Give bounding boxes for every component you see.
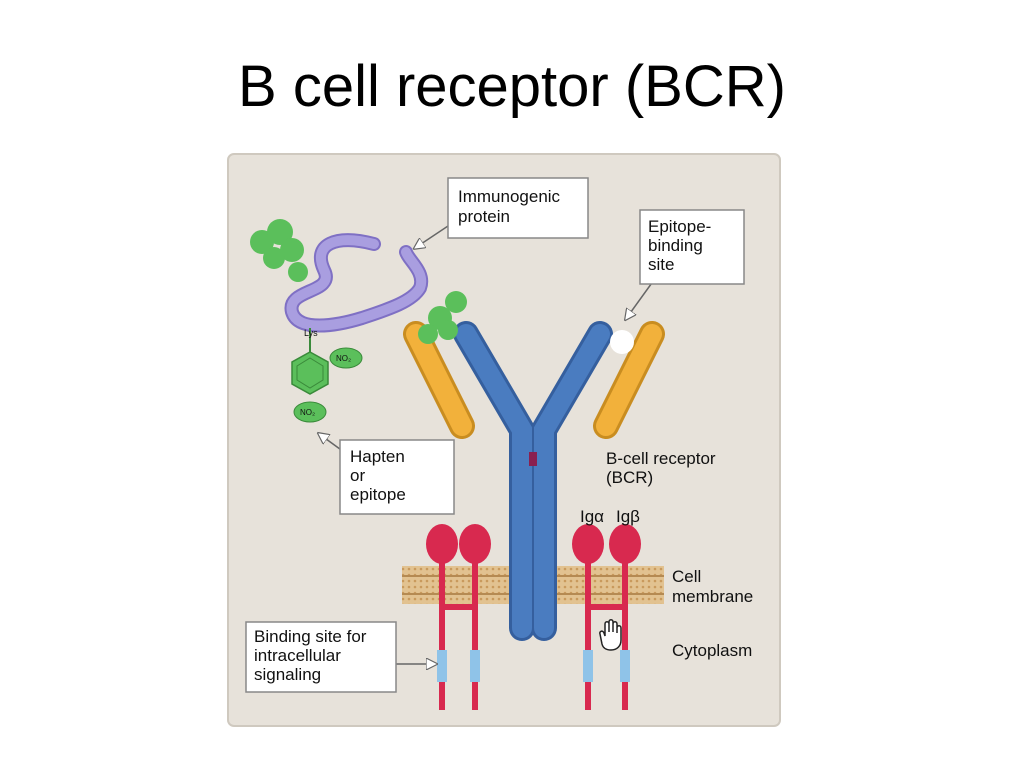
callout-text: Binding site for <box>254 627 367 646</box>
itam-segment <box>437 650 447 682</box>
callout-text: intracellular <box>254 646 341 665</box>
callout-binding-site-signaling: Binding site for intracellular signaling <box>245 621 432 693</box>
slide-title: B cell receptor (BCR) <box>238 54 786 119</box>
label-ig-beta: Igβ <box>616 507 640 526</box>
bcr-heavy-chains <box>453 321 613 641</box>
hapten-no2-top: NO₂ <box>336 354 351 363</box>
callout-hapten: Hapten or epitope <box>322 436 455 515</box>
callout-text: Hapten <box>350 447 405 466</box>
label-bcr: B-cell receptor <box>606 449 716 468</box>
itam-segment <box>583 650 593 682</box>
callout-text: site <box>648 255 674 274</box>
callout-text: Epitope- <box>648 217 711 236</box>
callout-text: Immunogenic <box>458 187 561 206</box>
label-cell-membrane: Cell <box>672 567 701 586</box>
ig-alpha-beta-right <box>572 524 641 710</box>
protein-epitope <box>250 219 308 282</box>
itam-segment <box>470 650 480 682</box>
ig-alpha-beta-left <box>426 524 491 710</box>
hapten-lys-label: Lys <box>304 328 318 338</box>
itam-segment <box>620 650 630 682</box>
callout-text: protein <box>458 207 510 226</box>
callout-text: binding <box>648 236 703 255</box>
label-cell-membrane-2: membrane <box>672 587 753 606</box>
hapten-no2-bottom: NO₂ <box>300 408 315 417</box>
label-bcr-abbrev: (BCR) <box>606 468 653 487</box>
bound-epitope <box>418 291 467 344</box>
epitope-binding-pocket <box>610 330 634 354</box>
callout-immunogenic-protein: Immunogenic protein <box>418 177 589 246</box>
bcr-light-chains <box>403 321 665 439</box>
bcr-diagram: Lys NO₂ NO₂ Immunogenic protein Epitope-… <box>226 152 782 728</box>
hapten-molecule: Lys NO₂ NO₂ <box>291 328 363 423</box>
callout-text: or <box>350 466 365 485</box>
hand-cursor-icon <box>599 619 622 651</box>
label-ig-alpha: Igα <box>580 507 604 526</box>
callout-text: epitope <box>350 485 406 504</box>
label-cytoplasm: Cytoplasm <box>672 641 752 660</box>
callout-epitope-binding-site: Epitope- binding site <box>628 209 745 316</box>
callout-text: signaling <box>254 665 321 684</box>
